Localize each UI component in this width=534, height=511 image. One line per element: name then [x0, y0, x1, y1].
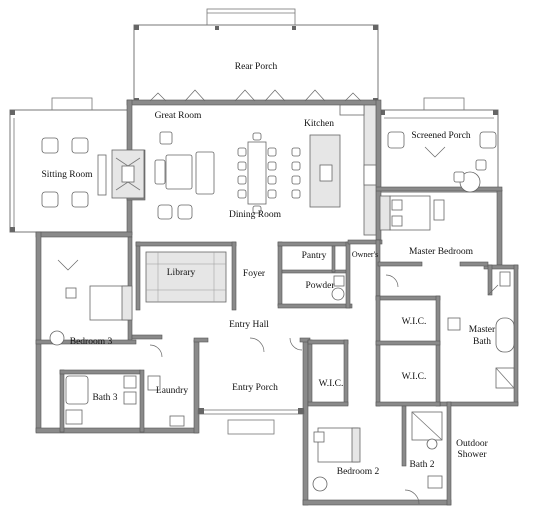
bedroom-2-furniture — [312, 427, 361, 492]
label-outdoor-shower-line-2: Shower — [457, 450, 487, 460]
great-room-furniture — [154, 131, 215, 220]
laundry-fixtures — [147, 375, 185, 427]
label-great-room: Great Room — [155, 111, 202, 121]
room-labels: Rear Porch Great Room Kitchen Screened P… — [42, 62, 496, 477]
label-screened-porch: Screened Porch — [411, 131, 471, 141]
label-bedroom-3: Bedroom 3 — [70, 337, 113, 347]
bath-3-fixtures — [65, 375, 137, 425]
label-foyer: Foyer — [243, 269, 266, 279]
label-outdoor-shower-line-1: Outdoor — [456, 439, 489, 449]
powder-fixtures — [331, 275, 345, 301]
bedroom-3-furniture — [49, 259, 133, 346]
door-swings — [149, 274, 420, 505]
label-kitchen: Kitchen — [304, 119, 334, 129]
label-master-bath-line-1: Master — [469, 325, 496, 335]
label-library: Library — [167, 268, 196, 278]
label-entry-hall: Entry Hall — [229, 320, 269, 330]
library-room — [145, 251, 227, 303]
label-bath-3: Bath 3 — [92, 393, 117, 403]
master-bath-fixtures — [447, 271, 515, 389]
label-wic-lower: W.I.C. — [402, 372, 427, 382]
label-entry-porch: Entry Porch — [232, 383, 278, 393]
label-bath-2: Bath 2 — [409, 460, 434, 470]
master-bed — [379, 195, 445, 231]
kitchen-fixtures — [291, 104, 377, 236]
bath-2-fixtures — [411, 411, 443, 489]
label-owners: Owner's — [352, 250, 378, 259]
label-sitting-room: Sitting Room — [42, 170, 94, 180]
dining-table — [237, 132, 277, 214]
label-bedroom-2: Bedroom 2 — [337, 467, 380, 477]
sitting-room-furniture — [41, 137, 145, 208]
rear-porch-structure — [133, 8, 379, 104]
label-master-bath-line-2: Bath — [473, 337, 491, 347]
screened-porch-furniture — [387, 131, 497, 193]
label-dining-room: Dining Room — [229, 210, 282, 220]
label-pantry: Pantry — [302, 251, 327, 261]
label-master-bedroom: Master Bedroom — [409, 247, 474, 257]
label-powder: Powder — [305, 281, 335, 291]
rear-doors — [149, 89, 362, 102]
entry-porch-structure — [197, 408, 305, 435]
label-wic-upper: W.I.C. — [402, 317, 427, 327]
label-wic-entry: W.I.C. — [319, 379, 344, 389]
label-rear-porch: Rear Porch — [235, 62, 278, 72]
label-laundry: Laundry — [156, 386, 188, 396]
